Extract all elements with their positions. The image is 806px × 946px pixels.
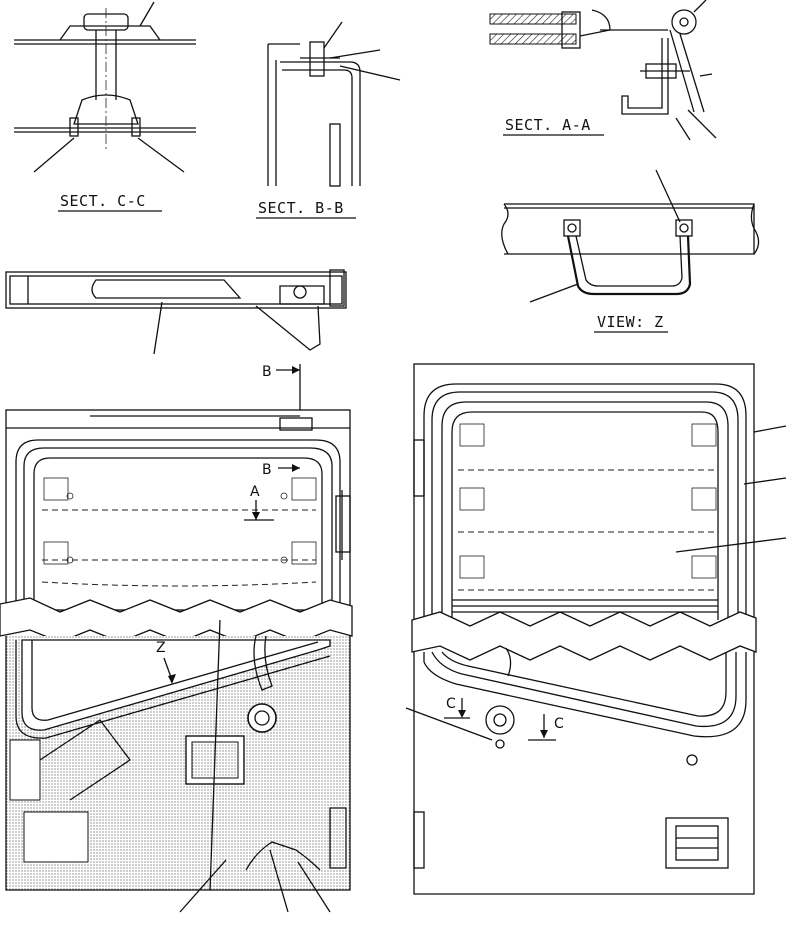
- left-door-lower: [5, 619, 351, 913]
- section-c-c-label: SECT. C-C: [60, 192, 146, 210]
- section-c-c-drawing: [14, 1, 196, 173]
- marker-b-top: B: [262, 364, 272, 380]
- section-c-marker: C C: [444, 696, 564, 741]
- view-z-drawing: [501, 169, 760, 303]
- section-b-marker-top: B: [262, 364, 301, 410]
- marker-b-mid: B: [262, 462, 272, 478]
- break-line-left: [0, 597, 353, 643]
- section-b-b-label: SECT. B-B: [258, 199, 344, 217]
- left-door-upper: [5, 409, 351, 611]
- section-a-marker: A: [244, 484, 274, 521]
- marker-c-left: C: [446, 696, 456, 712]
- marker-z: Z: [156, 640, 166, 656]
- right-door-lower: [405, 647, 755, 895]
- section-a-a-label: SECT. A-A: [505, 116, 591, 134]
- view-z-marker: Z: [156, 640, 176, 684]
- section-b-marker-mid: B: [262, 462, 300, 478]
- marker-a: A: [250, 484, 260, 500]
- break-line-right: [411, 611, 757, 661]
- marker-c-right: C: [554, 716, 564, 732]
- top-rail-assembly: [5, 269, 347, 355]
- section-a-a-drawing: [489, 0, 717, 141]
- right-door-upper: [413, 363, 787, 645]
- view-z-label: VIEW: Z: [597, 313, 664, 331]
- section-b-b-drawing: [267, 21, 401, 187]
